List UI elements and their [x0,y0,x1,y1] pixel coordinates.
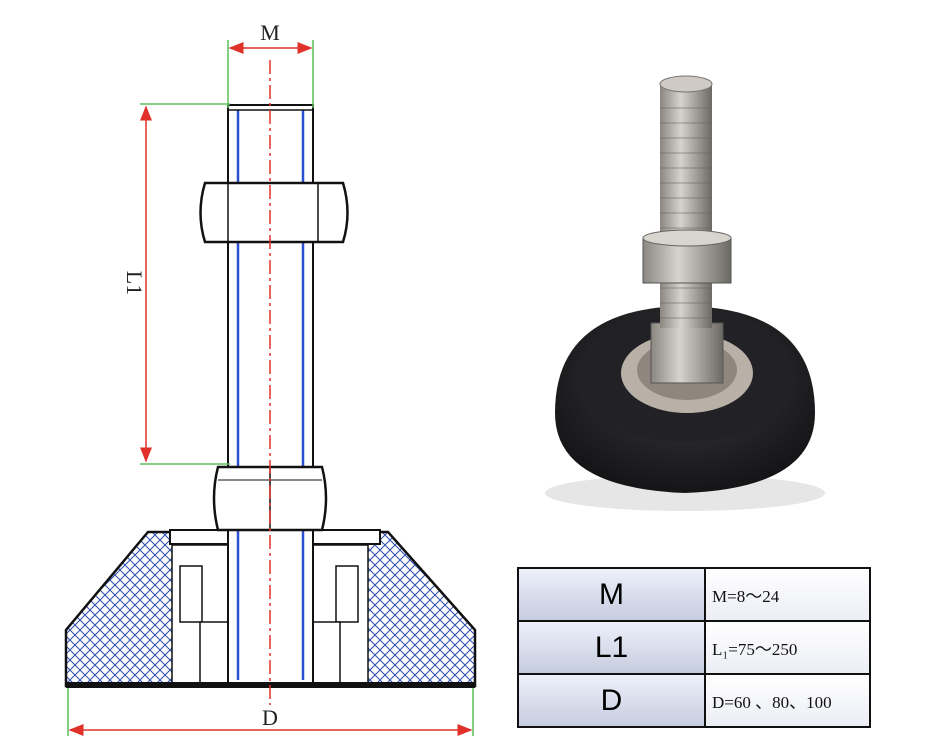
dimension-m: M [227,20,314,108]
upper-hex-nut [199,181,349,244]
table-row: D D=60 、80、100 [517,673,871,728]
spec-key: L1 [517,620,706,675]
spec-table: M M=8～24 L1 L₁=75～250 D D=60 、80、100 [517,567,871,728]
table-row: L1 L₁=75～250 [517,620,871,675]
spec-value: L₁=75～250 [704,620,871,675]
spec-value: D=60 、80、100 [704,673,871,728]
label-m: M [260,20,280,45]
spec-value: M=8～24 [704,567,871,622]
dimension-d: D [67,688,474,736]
label-l1: L1 [122,271,147,295]
dimension-l1: L1 [122,103,230,465]
product-photo [515,48,860,548]
spec-key: M [517,567,706,622]
spec-key: D [517,673,706,728]
table-row: M M=8～24 [517,567,871,622]
label-d: D [262,705,278,730]
